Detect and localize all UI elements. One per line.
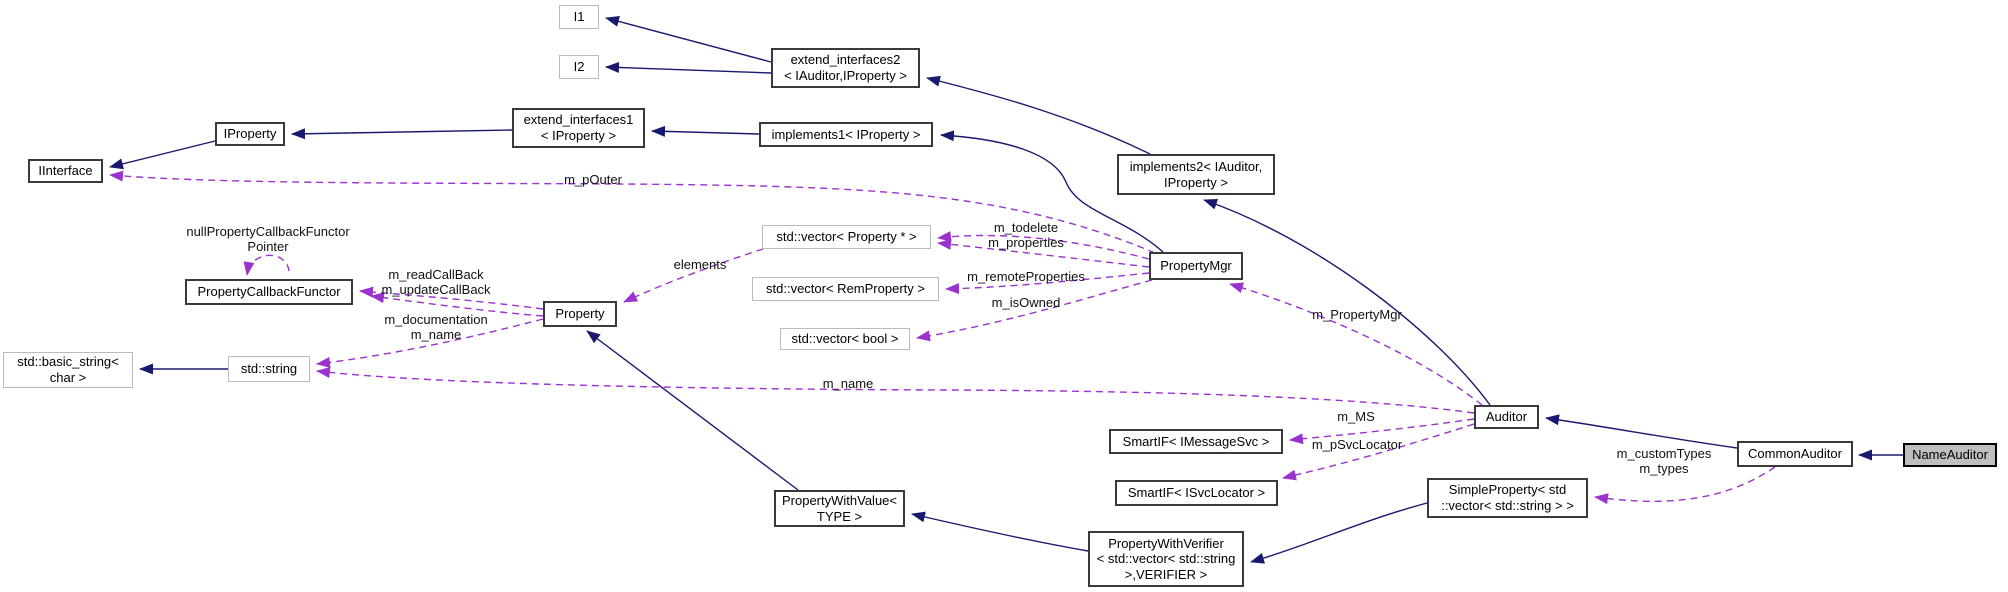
class-node-vector-property: std::vector< Property * >	[762, 225, 931, 249]
edge-auditor-to-propertymgr	[1229, 282, 1483, 406]
edge-auditor-to-implements2	[1203, 199, 1491, 406]
class-node-i1: I1	[559, 5, 599, 29]
edge-label-elements: elements	[673, 257, 727, 272]
edge-extend-interfaces2-to-i2	[605, 61, 772, 74]
edge-implements2-to-extend-interfaces2	[926, 75, 1151, 155]
edge-propertywithverifier-to-propertywithvalue	[911, 511, 1089, 552]
class-node-vector-bool: std::vector< bool >	[780, 328, 910, 350]
edge-label-null-property-callback-functor-pointer: nullPropertyCallbackFunctor Pointer	[186, 224, 350, 255]
edge-label-custom-types: m_customTypes m_types	[1616, 446, 1712, 477]
edge-propertymgr-to-vector-property-a	[937, 231, 1150, 260]
edge-commonauditor-to-auditor	[1545, 414, 1738, 449]
class-node-std-string: std::string	[228, 356, 310, 382]
class-node-simpleproperty[interactable]: SimpleProperty< std ::vector< std::strin…	[1427, 478, 1588, 518]
class-node-i2: I2	[559, 55, 599, 79]
edge-vector-property-to-property	[623, 248, 764, 303]
class-node-iproperty[interactable]: IProperty	[215, 122, 285, 146]
edge-label-psvclocator: m_pSvcLocator	[1311, 437, 1403, 452]
class-node-smartif-imessagesvc[interactable]: SmartIF< IMessageSvc >	[1109, 429, 1283, 454]
edge-extend-interfaces2-to-i1	[605, 16, 772, 63]
edge-commonauditor-to-simpleproperty	[1594, 466, 1776, 505]
edge-extend-interfaces1-to-iproperty	[291, 128, 513, 140]
class-node-extend-interfaces1[interactable]: extend_interfaces1 < IProperty >	[512, 108, 645, 148]
edge-propertywithvalue-to-property	[586, 330, 799, 491]
edge-propertymgr-to-iinterface-pouter	[109, 170, 1156, 254]
class-node-std-basic-string: std::basic_string< char >	[3, 352, 133, 388]
edge-label-propertymgr-ref: m_PropertyMgr	[1312, 307, 1402, 322]
edge-label-read-update-callback: m_readCallBack m_updateCallBack	[381, 267, 491, 298]
class-node-property[interactable]: Property	[543, 301, 617, 327]
edge-implements1-to-extend-interfaces1	[651, 125, 760, 137]
class-node-propertywithvalue[interactable]: PropertyWithValue< TYPE >	[774, 490, 905, 527]
class-node-iinterface[interactable]: IInterface	[28, 159, 103, 183]
edge-simpleproperty-to-propertywithverifier	[1250, 502, 1428, 564]
edge-label-remote-properties: m_remoteProperties	[967, 269, 1085, 284]
edge-property-to-string	[316, 318, 544, 368]
edge-property-to-callbackfunctor-read	[359, 286, 544, 310]
edge-label-documentation-name: m_documentation m_name	[384, 312, 488, 343]
edge-label-todelete-properties: m_todelete m_properties	[988, 220, 1064, 251]
class-node-smartif-isvclocator[interactable]: SmartIF< ISvcLocator >	[1115, 480, 1278, 506]
edge-label-pouter: m_pOuter	[564, 172, 622, 187]
edge-label-ms: m_MS	[1337, 409, 1375, 424]
class-node-extend-interfaces2[interactable]: extend_interfaces2 < IAuditor,IProperty …	[771, 48, 920, 88]
edge-auditor-to-smartif-isvclocator	[1282, 423, 1475, 481]
class-node-propertycallbackfunctor[interactable]: PropertyCallbackFunctor	[185, 279, 353, 305]
class-node-commonauditor[interactable]: CommonAuditor	[1737, 441, 1853, 467]
class-node-vector-remproperty: std::vector< RemProperty >	[752, 277, 939, 301]
class-node-propertymgr[interactable]: PropertyMgr	[1149, 252, 1243, 280]
class-node-implements2[interactable]: implements2< IAuditor, IProperty >	[1117, 154, 1275, 195]
edge-label-name: m_name	[822, 376, 874, 391]
edge-property-to-callbackfunctor-update	[370, 292, 544, 317]
edge-callbackfunctor-self-loop	[243, 254, 290, 276]
class-node-implements1[interactable]: implements1< IProperty >	[759, 122, 933, 147]
edge-propertymgr-to-vector-remproperty	[945, 272, 1150, 295]
class-node-propertywithverifier[interactable]: PropertyWithVerifier < std::vector< std:…	[1088, 531, 1244, 587]
edge-auditor-to-string-name	[316, 367, 1475, 414]
class-node-nameauditor: NameAuditor	[1903, 443, 1997, 467]
class-node-auditor[interactable]: Auditor	[1474, 405, 1539, 429]
edge-auditor-to-smartif-imessagesvc	[1289, 418, 1475, 445]
edge-propertymgr-to-vector-bool	[916, 279, 1153, 342]
edge-label-is-owned: m_isOwned	[991, 295, 1061, 310]
edge-iproperty-to-iinterface	[109, 140, 216, 170]
edge-propertymgr-to-vector-property-b	[937, 238, 1150, 268]
